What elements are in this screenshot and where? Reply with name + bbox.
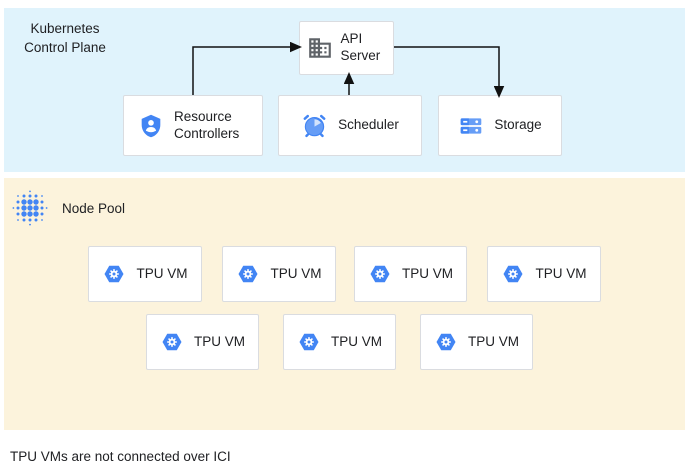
server-stack-icon [458, 113, 484, 139]
node-scheduler: Scheduler [278, 95, 422, 156]
node-tpu-vm: TPU VM [88, 246, 202, 302]
gke-hexagon-gear-icon [501, 262, 525, 286]
node-label: API Server [340, 31, 381, 63]
node-label: TPU VM [401, 265, 453, 281]
gke-hexagon-gear-icon [236, 262, 260, 286]
node-label: Resource Controllers [174, 108, 240, 141]
node-tpu-vm: TPU VM [354, 246, 467, 302]
gke-hexagon-gear-icon [368, 262, 392, 286]
node-pool-label: Node Pool [62, 201, 126, 216]
alarm-clock-icon [301, 112, 328, 139]
shield-user-icon [138, 113, 164, 139]
node-label: TPU VM [535, 265, 587, 281]
node-pool-panel [4, 178, 685, 430]
node-label: Scheduler [338, 117, 399, 133]
node-label: TPU VM [270, 265, 322, 281]
node-label: Storage [494, 117, 542, 133]
control-plane-label: Kubernetes Control Plane [24, 21, 106, 56]
node-api-server: API Server [299, 21, 394, 75]
node-tpu-vm: TPU VM [487, 246, 601, 302]
node-label: TPU VM [467, 333, 519, 349]
node-resource-controllers: Resource Controllers [123, 95, 263, 156]
node-tpu-vm: TPU VM [146, 314, 259, 370]
gke-hexagon-gear-icon [160, 330, 184, 354]
node-tpu-vm: TPU VM [420, 314, 533, 370]
figure-caption: TPU VMs are not connected over ICI [10, 449, 231, 464]
building-icon [307, 35, 333, 61]
node-storage: Storage [438, 95, 562, 156]
node-label: TPU VM [330, 333, 382, 349]
node-label: TPU VM [136, 265, 188, 281]
node-tpu-vm: TPU VM [222, 246, 336, 302]
gke-hexagon-gear-icon [297, 330, 321, 354]
gke-hexagon-gear-icon [434, 330, 458, 354]
halftone-dots-icon [12, 190, 48, 226]
gke-hexagon-gear-icon [102, 262, 126, 286]
node-tpu-vm: TPU VM [283, 314, 396, 370]
node-label: TPU VM [193, 333, 245, 349]
